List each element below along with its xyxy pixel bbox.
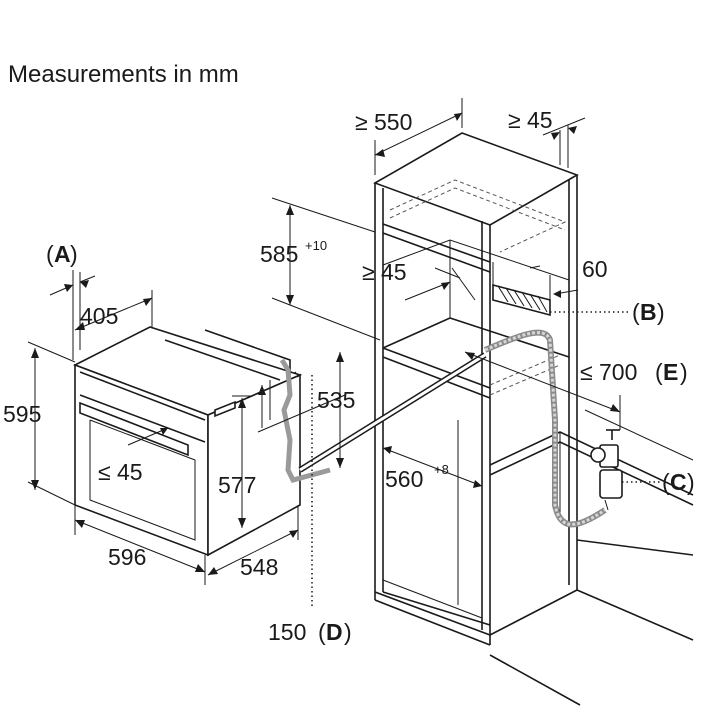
label-c-letter: C: [670, 469, 687, 495]
dimension-a: [49, 270, 153, 360]
label-a-open: (: [46, 241, 54, 267]
label-le45-front: ≤ 45: [98, 459, 143, 485]
label-577: 577: [218, 472, 256, 498]
label-ge45-mid: ≥ 45: [362, 259, 407, 285]
label-e-close: ): [680, 359, 688, 385]
dimension-ge550: [374, 98, 463, 175]
label-le700: ≤ 700: [580, 359, 637, 385]
label-a-letter: A: [54, 241, 71, 267]
label-b-open: (: [632, 299, 640, 325]
label-d-open: (: [318, 619, 326, 645]
label-595: 595: [3, 401, 41, 427]
diagram-title: Measurements in mm: [8, 61, 239, 88]
label-a-close: ): [70, 241, 78, 267]
ventilation-opening: [492, 262, 579, 317]
label-d-close: ): [344, 619, 352, 645]
label-ge550: ≥ 550: [355, 109, 412, 135]
worktop-lines: [489, 409, 694, 706]
dimension-595: [27, 341, 76, 506]
dimension-560: [382, 446, 483, 488]
label-596: 596: [108, 544, 146, 570]
oven-door-handle: [79, 401, 189, 457]
label-535: 535: [317, 387, 355, 413]
label-150: 150: [268, 619, 306, 645]
dimension-le700: [464, 351, 621, 430]
tall-cabinet: [373, 132, 579, 646]
dimension-ge45-top: [542, 117, 586, 168]
dimension-535: [257, 352, 346, 468]
dimension-596: [74, 505, 206, 585]
label-c-close: ): [687, 469, 695, 495]
label-ge45-top: ≥ 45: [508, 107, 553, 133]
oven-appliance: [73, 326, 331, 557]
label-d-letter: D: [326, 619, 343, 645]
dimension-585: [271, 197, 381, 341]
label-60: 60: [582, 256, 608, 282]
label-548: 548: [240, 554, 278, 580]
label-585-sup: +10: [305, 238, 327, 253]
connection-hose: [298, 329, 607, 528]
label-c-open: (: [662, 469, 670, 495]
label-b-letter: B: [640, 299, 657, 325]
label-585: 585: [260, 241, 298, 267]
gas-connection: [590, 429, 623, 511]
label-405: 405: [80, 303, 118, 329]
label-560-sup: +8: [434, 462, 449, 477]
label-560: 560: [385, 466, 423, 492]
label-e-open: (: [655, 359, 663, 385]
dimension-577: [232, 395, 252, 528]
dimension-le45-front: [127, 427, 169, 446]
power-cable: [279, 358, 331, 483]
dimension-548: [207, 505, 299, 576]
label-b-close: ): [657, 299, 665, 325]
oven-side: [207, 373, 301, 557]
label-e-letter: E: [663, 359, 678, 385]
dimension-ge45-mid: [404, 267, 476, 301]
